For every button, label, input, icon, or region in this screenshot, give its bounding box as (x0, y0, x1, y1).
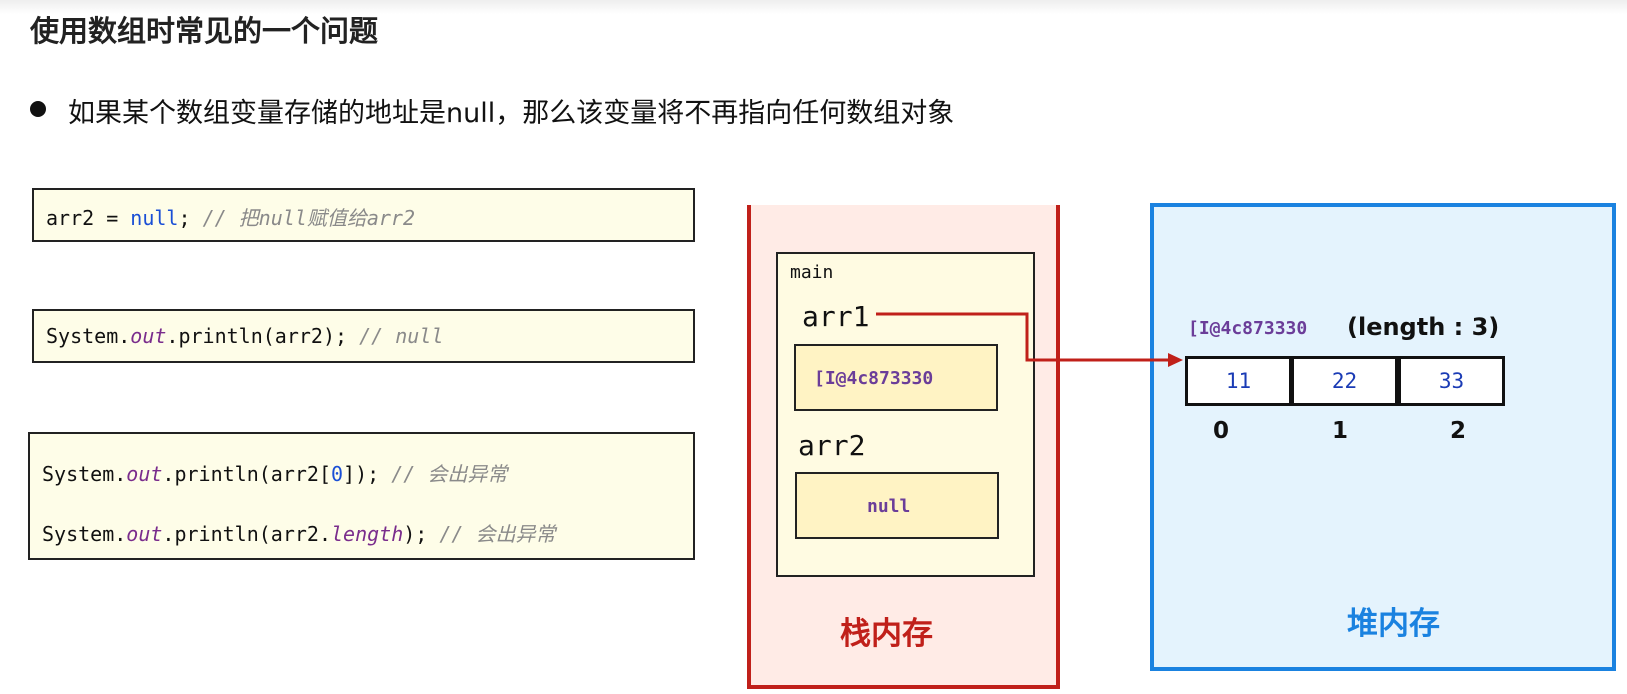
arr2-value-box: null (795, 472, 999, 539)
heap-memory-panel (1150, 203, 1616, 671)
array-cell: 33 (1398, 356, 1505, 406)
code-line: arr2 = null; // 把null赋值给arr2 (46, 202, 415, 231)
arr1-value-box: [I@4c873330 (794, 344, 998, 411)
code-text: System. (42, 462, 127, 486)
array-index: 2 (1449, 418, 1466, 444)
code-number: 0 (331, 462, 344, 486)
code-line: System.out.println(arr2.length); // 会出异常 (42, 518, 556, 547)
bullet-dot-icon (30, 101, 46, 117)
reference-arrow-line (876, 312, 1172, 362)
arr1-label: arr1 (802, 300, 870, 333)
arrow-head-icon (1168, 353, 1183, 367)
code-field-length: length (331, 522, 404, 546)
bullet-text: 如果某个数组变量存储的地址是null，那么该变量将不再指向任何数组对象 (68, 98, 955, 129)
code-line: System.out.println(arr2); // null (46, 324, 443, 348)
array-cell: 22 (1291, 356, 1398, 406)
code-text: .println(arr2); (166, 324, 360, 348)
code-comment: // 会出异常 (391, 462, 508, 486)
code-block-print-arr2: System.out.println(arr2); // null (32, 309, 695, 363)
stack-memory-caption: 栈内存 (840, 616, 933, 652)
code-text: System. (42, 522, 127, 546)
heap-array-address: [I@4c873330 (1188, 318, 1308, 339)
arr2-value: null (867, 496, 911, 517)
code-text: ); (403, 522, 440, 546)
top-bar (0, 0, 1627, 14)
code-keyword-null: null (130, 206, 179, 230)
main-frame-label: main (790, 262, 834, 283)
page-title: 使用数组时常见的一个问题 (30, 14, 379, 48)
code-text: .println(arr2[ (162, 462, 331, 486)
code-block-exceptions: System.out.println(arr2[0]); // 会出异常 Sys… (28, 432, 695, 560)
arr2-label: arr2 (798, 429, 866, 462)
arr1-value: [I@4c873330 (814, 368, 934, 389)
array-index: 1 (1331, 418, 1348, 444)
code-comment: // 把null赋值给arr2 (202, 206, 416, 230)
code-comment: // 会出异常 (439, 522, 556, 546)
code-text: ]); (343, 462, 392, 486)
code-field-out: out (126, 522, 163, 546)
code-line: System.out.println(arr2[0]); // 会出异常 (42, 458, 507, 487)
array-cell: 11 (1185, 356, 1292, 406)
code-field-out: out (126, 462, 163, 486)
code-text: .println(arr2. (162, 522, 331, 546)
heap-array-length: (length : 3) (1347, 313, 1500, 341)
code-text: arr2 = (46, 206, 131, 230)
heap-memory-caption: 堆内存 (1347, 606, 1440, 642)
array-index: 0 (1212, 418, 1229, 444)
code-text: System. (46, 324, 131, 348)
code-block-assign-null: arr2 = null; // 把null赋值给arr2 (32, 188, 695, 242)
code-comment: // null (359, 324, 444, 348)
code-field-out: out (130, 324, 167, 348)
code-text: ; (178, 206, 203, 230)
